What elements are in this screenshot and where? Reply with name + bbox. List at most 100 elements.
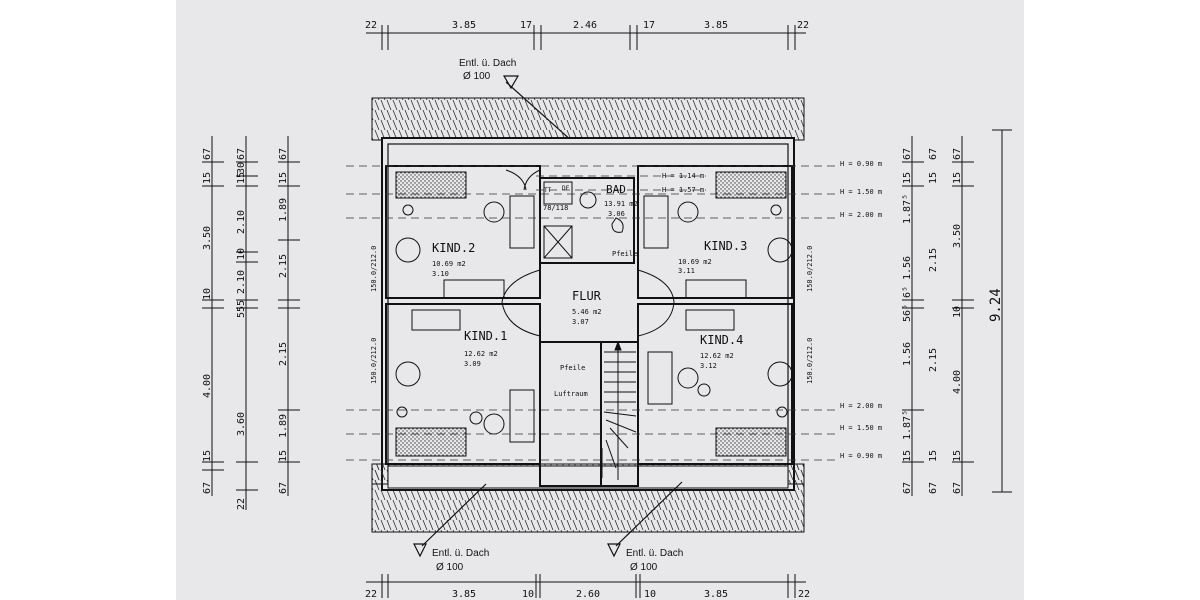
dim-left2-4: 10 bbox=[236, 248, 247, 260]
dim-left2-5: 2.10 bbox=[236, 270, 247, 294]
vent-label-bottom-left: Entl. ü. Dach bbox=[432, 548, 489, 559]
dim-right1-8: 1.87⁵ bbox=[902, 410, 913, 440]
dim-left3-9: 67 bbox=[278, 482, 289, 494]
dim-left2-7: 55 bbox=[236, 306, 247, 318]
dim-right1-7: 1.56 bbox=[902, 342, 913, 366]
dim-left1-6: 4.00 bbox=[202, 374, 213, 398]
dimension-right bbox=[902, 129, 1012, 496]
room-flur-name: FLUR bbox=[572, 289, 602, 303]
dim-top-4: 17 bbox=[643, 20, 655, 31]
dim-right2-0: 67 bbox=[928, 148, 939, 160]
dim-left2-0: 67 bbox=[236, 148, 247, 160]
room-kind1-ratio: 3.09 bbox=[464, 360, 481, 368]
dim-left3-2: 1.89 bbox=[278, 198, 289, 222]
dim-right3-1: 15 bbox=[952, 172, 963, 184]
dim-left3-1: 15 bbox=[278, 172, 289, 184]
room-bad-name: BAD bbox=[606, 183, 626, 196]
height-bottom-0: H = 2.00 m bbox=[840, 402, 882, 410]
room-bad-area: 13.91 m2 bbox=[604, 200, 638, 208]
height-top-1: H = 1.50 m bbox=[840, 188, 882, 196]
dim-right3-0: 67 bbox=[952, 148, 963, 160]
dim-left1-8: 67 bbox=[202, 482, 213, 494]
dim-bottom-3: 2.60 bbox=[576, 589, 600, 600]
dim-bottom-4: 10 bbox=[644, 589, 656, 600]
dim-left3-8: 15 bbox=[278, 450, 289, 462]
dim-top-1: 3.85 bbox=[452, 20, 476, 31]
dim-right-total: 9.24 bbox=[988, 288, 1004, 322]
furniture bbox=[395, 195, 793, 443]
dim-right2-2: 2.15 bbox=[928, 248, 939, 272]
window-label-e1: 150.0/212.0 bbox=[806, 246, 814, 292]
room-kind3-name: KIND.3 bbox=[704, 239, 747, 253]
dim-left1-3: 10 bbox=[202, 288, 213, 300]
dim-left3-4: 2.15 bbox=[278, 254, 289, 278]
dim-right1-0: 67 bbox=[902, 148, 913, 160]
room-kind1-area: 12.62 m2 bbox=[464, 350, 498, 358]
stairs bbox=[601, 340, 637, 480]
dim-left1-1: 15 bbox=[202, 172, 213, 184]
label-luftraum: Luftraum bbox=[554, 390, 588, 398]
dim-left2-2: 15 bbox=[236, 172, 247, 184]
dimension-left bbox=[202, 136, 300, 510]
vent-label-bottom-right: Entl. ü. Dach bbox=[626, 548, 683, 559]
dim-bottom-1: 3.85 bbox=[452, 589, 476, 600]
window-label-w2: 150.0/212.0 bbox=[370, 338, 378, 384]
dim-left2-3: 2.10 bbox=[236, 210, 247, 234]
dimension-top bbox=[366, 25, 806, 50]
height-top-0: H = 0.90 m bbox=[840, 160, 882, 168]
dim-right2-5: 67 bbox=[928, 482, 939, 494]
dim-top-5: 3.85 bbox=[704, 20, 728, 31]
room-bad-extra2: DF bbox=[562, 185, 570, 192]
dim-right1-6: 56⁵ bbox=[902, 304, 913, 322]
dim-right3-4: 4.00 bbox=[952, 370, 963, 394]
room-bad-extra3: TT bbox=[544, 187, 552, 194]
vent-arrows-bottom bbox=[413, 481, 683, 558]
dim-bottom-5: 3.85 bbox=[704, 589, 728, 600]
vent-diameter-bottom-right: Ø 100 bbox=[630, 562, 658, 573]
height-bottom-2: H = 0.90 m bbox=[840, 452, 882, 460]
dim-right1-4: 6⁵ bbox=[902, 286, 913, 298]
vent-diameter-bottom-left: Ø 100 bbox=[436, 562, 464, 573]
room-kind2-ratio: 3.10 bbox=[432, 270, 449, 278]
dim-right1-2: 1.87⁵ bbox=[902, 194, 913, 224]
dim-right2-3: 2.15 bbox=[928, 348, 939, 372]
room-bad-extra1: 78/118 bbox=[543, 204, 568, 212]
label-pfeile-lower: Pfeile bbox=[560, 364, 585, 372]
window-label-e2: 150.0/212.0 bbox=[806, 338, 814, 384]
room-flur-area: 5.46 m2 bbox=[572, 308, 602, 316]
dim-right3-6: 67 bbox=[952, 482, 963, 494]
dim-right1-10: 67 bbox=[902, 482, 913, 494]
dim-bottom-6: 22 bbox=[798, 589, 810, 600]
dim-left2-1: 30 bbox=[236, 162, 247, 174]
room-kind2-area: 10.69 m2 bbox=[432, 260, 466, 268]
dim-left1-7: 15 bbox=[202, 450, 213, 462]
dim-top-6: 22 bbox=[797, 20, 809, 31]
dim-right1-1: 15 bbox=[902, 172, 913, 184]
plan-sheet: 22 3.85 17 2.46 17 3.85 22 Entl. ü. Dach… bbox=[176, 0, 1024, 600]
dim-right2-4: 15 bbox=[928, 450, 939, 462]
dim-bottom-0: 22 bbox=[365, 589, 377, 600]
room-flur-ratio: 3.07 bbox=[572, 318, 589, 326]
flur-doors bbox=[501, 169, 675, 337]
height-bath-0: H = 1.14 m bbox=[662, 172, 704, 180]
dim-right1-3: 1.56 bbox=[902, 256, 913, 280]
room-kind2-name: KIND.2 bbox=[432, 241, 475, 255]
room-kind4-ratio: 3.12 bbox=[700, 362, 717, 370]
vent-label-top: Entl. ü. Dach bbox=[459, 58, 516, 69]
dimension-bottom bbox=[366, 574, 806, 598]
dim-right3-2: 3.50 bbox=[952, 224, 963, 248]
dim-right2-1: 15 bbox=[928, 172, 939, 184]
dim-left2-8: 3.60 bbox=[236, 412, 247, 436]
dim-bottom-2: 10 bbox=[522, 589, 534, 600]
dim-right3-5: 15 bbox=[952, 450, 963, 462]
dim-left3-7: 1.89 bbox=[278, 414, 289, 438]
label-pfeile-upper: Pfeile bbox=[612, 250, 637, 258]
dim-left1-2: 3.50 bbox=[202, 226, 213, 250]
room-kind3-area: 10.69 m2 bbox=[678, 258, 712, 266]
room-kind4-name: KIND.4 bbox=[700, 333, 743, 347]
dim-left3-0: 67 bbox=[278, 148, 289, 160]
floor-plan: 22 3.85 17 2.46 17 3.85 22 Entl. ü. Dach… bbox=[202, 20, 1012, 600]
height-top-2: H = 2.00 m bbox=[840, 211, 882, 219]
height-bottom-1: H = 1.50 m bbox=[840, 424, 882, 432]
height-lines bbox=[346, 165, 836, 461]
